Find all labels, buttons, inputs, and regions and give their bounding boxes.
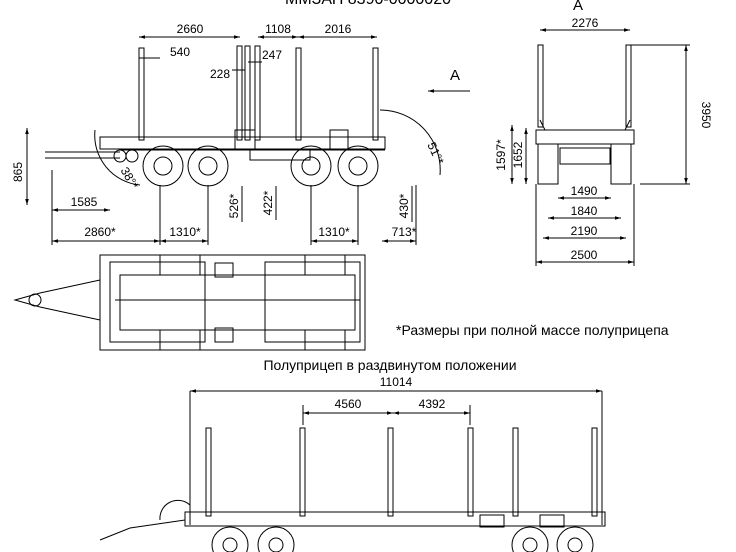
view-arrow-label: А [450, 67, 460, 84]
side-view-labels: 2660 1108 2016 540 228 247 865 1585 526*… [11, 22, 460, 239]
dim-1652: 1652 [511, 141, 525, 168]
dim-422: 422* [261, 190, 275, 215]
rear-view [510, 28, 690, 266]
dim-2190: 2190 [571, 224, 598, 238]
dim-865: 865 [11, 162, 25, 182]
dim-2276: 2276 [572, 16, 599, 30]
angle-51: 51°* [424, 140, 446, 167]
extended-view [99, 389, 606, 552]
dim-2500: 2500 [571, 248, 598, 262]
dim-1108: 1108 [265, 22, 291, 36]
dim-1840: 1840 [571, 204, 598, 218]
dim-713: 713* [392, 225, 417, 239]
extended-caption: Полуприцеп в раздвинутом положении [263, 357, 516, 373]
extended-view-labels: 11014 4560 4392 [335, 375, 446, 411]
dim-1490: 1490 [571, 184, 598, 198]
dim-3950: 3950 [699, 102, 713, 129]
rear-view-labels: 2276 3950 1597* 1652 1490 1840 2190 2500 [494, 16, 713, 262]
plan-view [13, 254, 366, 351]
dim-430: 430* [397, 193, 411, 218]
dim-2016: 2016 [325, 22, 352, 36]
dim-1585: 1585 [71, 195, 98, 209]
angle-38: 38°* [118, 165, 142, 192]
dim-1597: 1597* [494, 139, 508, 171]
dim-540: 540 [170, 45, 190, 59]
dim-2860: 2860* [84, 225, 116, 239]
side-view [25, 35, 470, 245]
dim-4392: 4392 [419, 397, 446, 411]
dim-247: 247 [262, 48, 282, 62]
drawing-title: ММЗАП 8390-0000020 [285, 0, 451, 8]
dim-1310-b: 1310* [318, 225, 350, 239]
rear-view-label: А [573, 0, 583, 14]
footnote: *Размеры при полной массе полуприцепа [396, 322, 669, 338]
dim-4560: 4560 [335, 397, 362, 411]
dim-526: 526* [227, 193, 241, 218]
dim-2660: 2660 [177, 22, 204, 36]
dim-1310-a: 1310* [169, 225, 201, 239]
dim-228: 228 [210, 67, 230, 81]
dim-11014: 11014 [380, 375, 413, 389]
